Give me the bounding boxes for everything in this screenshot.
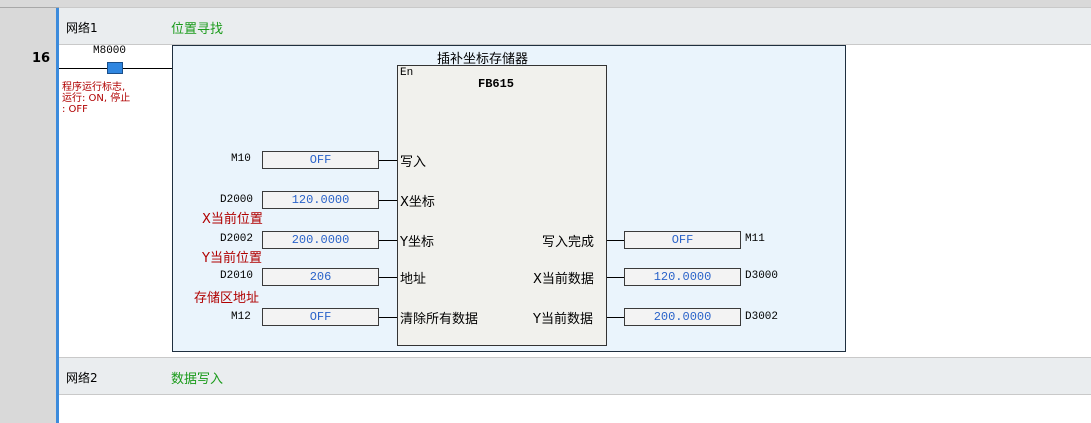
gutter-accent-line [56, 8, 59, 423]
output-value-field[interactable]: 120.0000 [624, 268, 741, 286]
pin-wire [607, 317, 624, 318]
block-title: 插补坐标存储器 [437, 52, 529, 67]
en-pin-label: En [400, 67, 414, 79]
contact-comment: 程序运行标志, 运行: ON, 停止 : OFF [62, 82, 130, 115]
fb615-block[interactable]: En FB615 [397, 65, 607, 346]
network-2-title: 数据写入 [171, 372, 224, 387]
input-value-field[interactable]: 120.0000 [262, 191, 379, 209]
rung-number: 16 [32, 51, 51, 66]
input-comment: 存储区地址 [194, 291, 260, 306]
input-address: D2002 [220, 233, 254, 245]
pin-wire [607, 240, 624, 241]
input-pin-label: X坐标 [400, 195, 435, 210]
output-pin-label: Y当前数据 [533, 312, 593, 327]
input-address: M12 [231, 311, 251, 323]
input-value-field[interactable]: OFF [262, 151, 379, 169]
input-pin-label: 写入 [400, 155, 427, 170]
input-address: M10 [231, 153, 251, 165]
output-pin-label: X当前数据 [533, 272, 594, 287]
contact-address: M8000 [93, 45, 127, 57]
block-name: FB615 [478, 77, 515, 91]
contact-comment-line: : OFF [62, 104, 88, 115]
pin-wire [607, 277, 624, 278]
input-address: D2010 [220, 270, 254, 282]
rung-gutter [0, 8, 56, 423]
input-value-field[interactable]: 206 [262, 268, 379, 286]
output-pin-label: 写入完成 [542, 235, 595, 250]
output-address: D3002 [745, 311, 779, 323]
contact-comment-line: 程序运行标志, [62, 82, 126, 93]
input-value-field[interactable]: 200.0000 [262, 231, 379, 249]
network-2-header[interactable]: 网络2 数据写入 [59, 357, 1091, 395]
pin-wire [379, 240, 397, 241]
network-1-name: 网络1 [66, 21, 98, 35]
output-address: M11 [745, 233, 765, 245]
output-value-field[interactable]: 200.0000 [624, 308, 741, 326]
input-pin-label: Y坐标 [400, 235, 434, 250]
input-pin-label: 地址 [400, 272, 427, 287]
pin-wire [379, 317, 397, 318]
pin-wire [379, 277, 397, 278]
input-address: D2000 [220, 194, 254, 206]
input-pin-label: 清除所有数据 [400, 312, 479, 327]
output-address: D3000 [745, 270, 779, 282]
input-value-field[interactable]: OFF [262, 308, 379, 326]
input-comment: X当前位置 [202, 212, 263, 227]
network-1-title: 位置寻找 [171, 22, 224, 37]
contact-comment-line: 运行: ON, 停止 [62, 93, 131, 104]
pin-wire [379, 200, 397, 201]
network-1-header[interactable]: 网络1 位置寻找 [59, 7, 1091, 45]
contact-m8000[interactable] [107, 62, 123, 74]
pin-wire [379, 160, 397, 161]
output-value-field[interactable]: OFF [624, 231, 741, 249]
network-2-name: 网络2 [66, 371, 98, 385]
input-comment: Y当前位置 [202, 251, 262, 266]
